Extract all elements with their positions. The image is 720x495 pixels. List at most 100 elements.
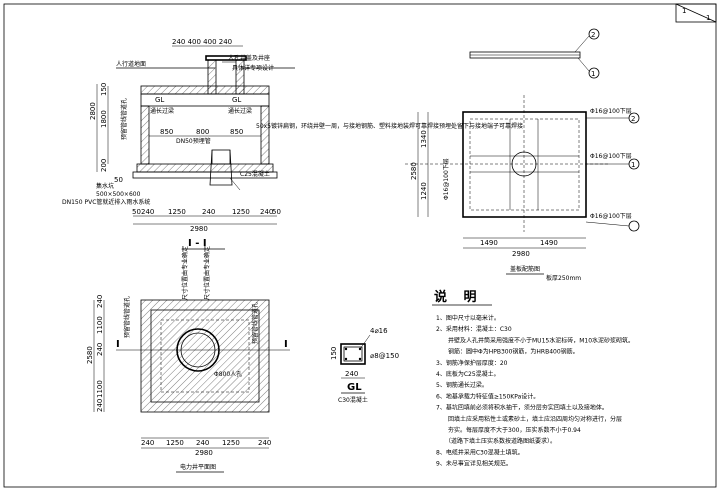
plan-tag-0: 预留管线管道孔 bbox=[123, 296, 131, 338]
plan-tag-3: 尺寸位置由专业确定 bbox=[203, 246, 211, 300]
sheet-border bbox=[3, 3, 717, 488]
section-gl-right: GL bbox=[232, 96, 241, 104]
plan-total-horiz: 2980 bbox=[195, 449, 213, 457]
section-bottom-dim: 50 bbox=[272, 208, 281, 216]
notes-item: 6、地基承载力特征值≥150KPa设计。 bbox=[436, 392, 539, 400]
beam-gl: GL bbox=[347, 382, 362, 393]
notes-item: 钢筋：圆中Φ为HPB300钢筋，为HRB400钢筋。 bbox=[436, 348, 579, 356]
notes-item: 2、采用材料：混凝土：C30 bbox=[436, 325, 512, 333]
notes-item: 夯实。每层厚度不大于300，压实系数不小于0.94 bbox=[436, 426, 581, 434]
section-dim-50: 50 bbox=[114, 176, 123, 184]
section-total: 2980 bbox=[190, 225, 208, 233]
section-dim-2800: 2800 bbox=[89, 102, 97, 120]
title-block: 1 1 bbox=[675, 3, 717, 23]
slab-horiz-dim-1: 1490 bbox=[540, 239, 558, 247]
notes-lines: 1、图中尺寸以毫米计。 2、采用材料：混凝土：C30 井壁及人孔井筒采用强度不小于… bbox=[436, 314, 634, 468]
section-top-slab bbox=[140, 85, 270, 95]
section-manhole-note: 人孔井盖及井座 bbox=[228, 54, 270, 62]
plan-horizontal-dim: 240 bbox=[141, 439, 154, 447]
section-bottom-dim: 50 bbox=[132, 208, 141, 216]
slab-outline bbox=[462, 111, 587, 218]
plan-vertical-dim: 240 bbox=[96, 295, 104, 308]
section-dim-200: 200 bbox=[100, 159, 108, 172]
notes-item: 7、基坑回填前必须将积水抽干，须分层夯实回填土以及接地体。 bbox=[436, 404, 608, 412]
section-title: I - I bbox=[188, 238, 207, 249]
plan-tag-1: 预留管线管道孔 bbox=[251, 302, 259, 344]
beam-outline bbox=[340, 343, 366, 365]
beam-width: 240 bbox=[345, 370, 358, 378]
notes-heading: 说 明 bbox=[434, 289, 483, 305]
notes-item: 4、底板为C25混凝土。 bbox=[436, 370, 500, 378]
section-right-wall bbox=[260, 105, 270, 165]
section-wall-note: 50x5镀锌扁钢，环绕井壁一周，与接地钢筋、塑料接地装焊可靠焊接预埋处留下与接地… bbox=[256, 122, 523, 130]
section-drain: DN150 PVC管就近排入雨水系统 bbox=[62, 198, 150, 206]
notes-item: 5、钢筋通长过梁。 bbox=[436, 381, 488, 389]
plan-horizontal-dim: 1250 bbox=[166, 439, 184, 447]
slab-rebar-1: Φ16@100下层 bbox=[590, 153, 632, 160]
slab-rebar-0: Φ16@100下层 bbox=[590, 108, 632, 115]
notes-block: 说 明 1、图中尺寸以毫米计。 2、采用材料：混凝土：C30 井壁及人孔井筒采用强… bbox=[432, 289, 634, 468]
slab-marker-1: 1 bbox=[591, 70, 595, 78]
sheet-number: 1 bbox=[682, 7, 686, 15]
plan-section-left: I bbox=[116, 339, 120, 350]
notes-item: 回填土应采用粘性土或素砂土，填土应沿四周均匀对称进行，分层 bbox=[436, 415, 622, 423]
notes-item: 1、图中尺寸以毫米计。 bbox=[436, 314, 500, 322]
slab-marker-2: 2 bbox=[631, 115, 635, 123]
section-bottom-dim: 1250 bbox=[232, 208, 250, 216]
section-bottom-dim: 240 bbox=[260, 208, 273, 216]
sheet-total: 1 bbox=[706, 14, 710, 22]
section-beam-left: 通长过梁 bbox=[150, 107, 174, 115]
slab-vert-dim-1: 1240 bbox=[420, 182, 428, 200]
section-bottom-dim: 240 bbox=[141, 208, 154, 216]
plan-vertical-dim: 1100 bbox=[96, 380, 104, 398]
beam-detail: 4⌀16 ⌀8@150 150 240 GL C30混凝土 bbox=[330, 327, 399, 404]
section-pipe-note: DN50预埋管 bbox=[176, 137, 211, 145]
plan-horizontal-dim: 1250 bbox=[222, 439, 240, 447]
section-sidewalk: 人行道地面 bbox=[116, 60, 146, 68]
slab-thickness: 板厚250mm bbox=[546, 274, 581, 282]
section-dim-850b: 850 bbox=[230, 128, 243, 136]
slab-marker-3: 1 bbox=[631, 161, 635, 169]
section-bottom-dim: 1250 bbox=[168, 208, 186, 216]
plan-horizontal-dim: 240 bbox=[196, 439, 209, 447]
notes-item: （道路下填土压实系数按道路图纸要求）。 bbox=[436, 437, 556, 445]
plan-vertical-dim: 240 bbox=[96, 399, 104, 412]
plan-total-vert: 2580 bbox=[86, 346, 94, 364]
slab-plan: 2 1 Φ16@100下层 Φ16@100下层 Φ16@100下层 Φ16@10… bbox=[405, 28, 640, 282]
plan-title: 电力井平面图 bbox=[180, 463, 216, 471]
slab-rebar-2: Φ16@100下层 bbox=[590, 213, 632, 220]
section-bottom-dim: 240 bbox=[202, 208, 215, 216]
plan-tag-2: 尺寸位置由专业确定 bbox=[181, 246, 189, 300]
slab-vert-dim-0: 1340 bbox=[420, 130, 428, 148]
notes-item: 8、电缆井采用C30混凝土填筑。 bbox=[436, 448, 524, 456]
notes-item: 9、未尽事宜详见相关规范。 bbox=[436, 460, 512, 468]
slab-title: 盖板配筋图 bbox=[510, 265, 540, 273]
section-concrete: C25混凝土 bbox=[240, 170, 270, 178]
section-beam-right: 通长过梁 bbox=[228, 107, 252, 115]
section-sump: 集水坑 bbox=[96, 182, 114, 190]
beam-rebar: 4⌀16 bbox=[370, 327, 388, 335]
plan-outer-wall bbox=[140, 299, 270, 413]
section-view: 240 400 400 240 人孔井盖及井座 具体详专项设计 人行道地面 GL… bbox=[62, 38, 523, 250]
plan-manhole-label: Φ800人孔 bbox=[214, 370, 242, 378]
slab-horiz-dim-0: 1490 bbox=[480, 239, 498, 247]
section-dim-150: 150 bbox=[100, 83, 108, 96]
section-sump-dim: 500×500×600 bbox=[96, 191, 141, 198]
section-dim-800: 800 bbox=[196, 128, 209, 136]
notes-item: 井壁及人孔井筒采用强度不小于MU15水泥标砖，M10水泥砂浆砌筑。 bbox=[436, 336, 634, 344]
section-gl-left: GL bbox=[155, 96, 164, 104]
plan-horizontal-dim: 240 bbox=[258, 439, 271, 447]
plan-vertical-dim: 240 bbox=[96, 343, 104, 356]
beam-height: 150 bbox=[330, 347, 338, 360]
section-left-wall bbox=[140, 105, 150, 165]
section-top-dims: 240 400 400 240 bbox=[172, 38, 232, 46]
section-side-label: 预留管线管道孔 bbox=[120, 98, 128, 140]
slab-marker-0: 2 bbox=[591, 31, 595, 39]
slab-total-horiz: 2980 bbox=[512, 250, 530, 258]
plan-view: I I Φ800人孔 预留管线管道孔 预留管线管道孔 尺寸位置由专业确定 尺寸位… bbox=[86, 246, 290, 473]
plan-vertical-dim: 1100 bbox=[96, 316, 104, 334]
